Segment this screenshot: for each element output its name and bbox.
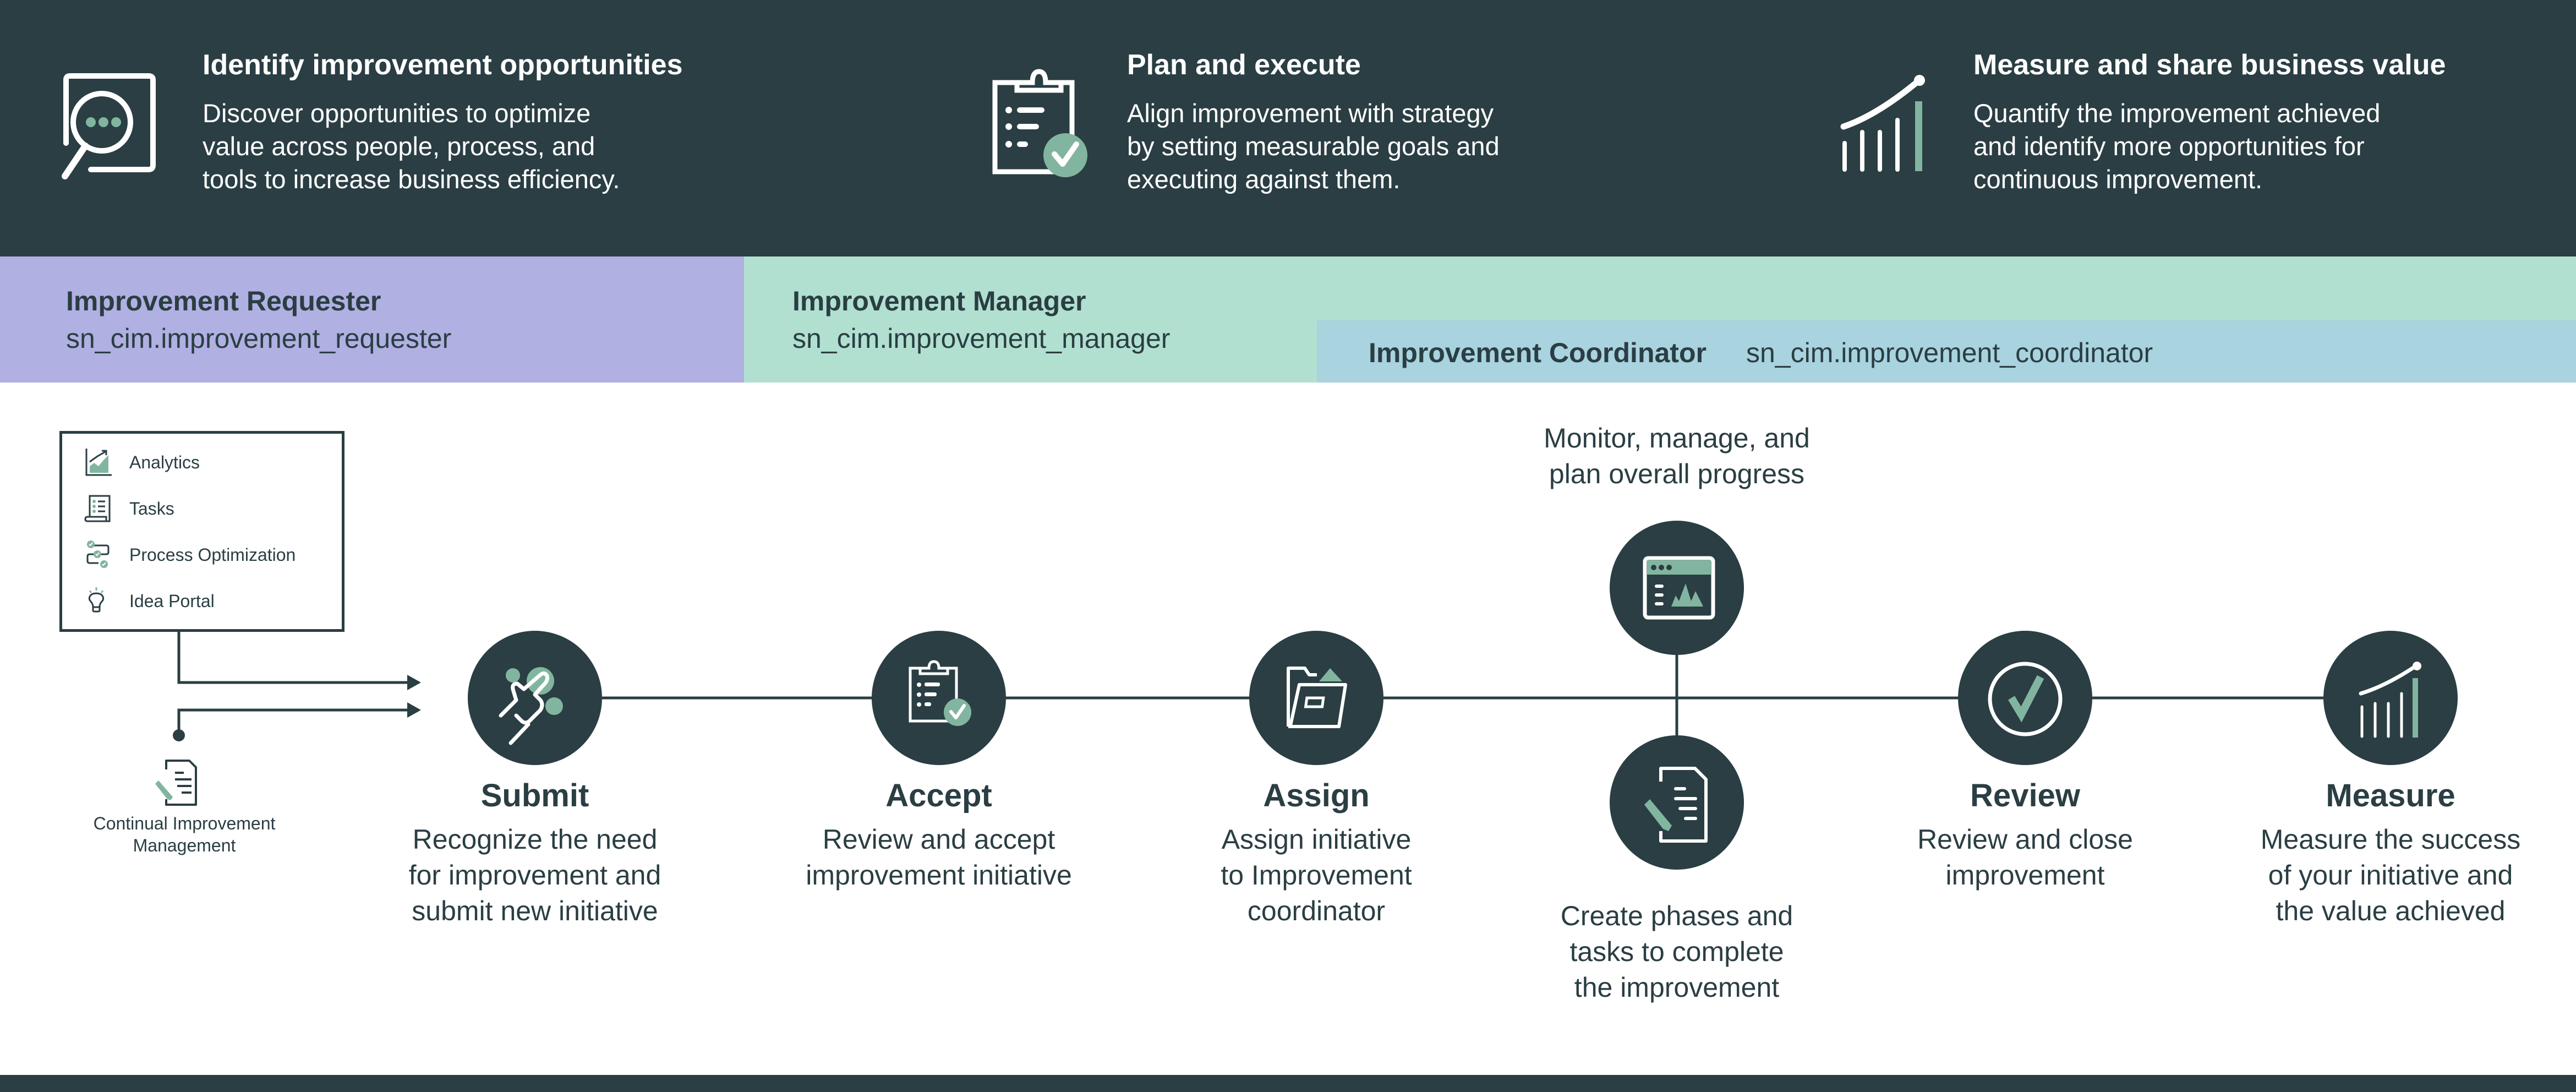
tool-item-analytics[interactable]: Analytics: [84, 446, 200, 479]
lightbulb-icon: [88, 587, 105, 613]
step-measure: Measure Measure the success of your init…: [2225, 777, 2556, 929]
role-requester: Improvement Requester sn_cim.improvement…: [0, 256, 744, 383]
step-description: Review and close improvement: [1917, 824, 2133, 891]
tool-label: Analytics: [129, 452, 200, 472]
step-title: Review: [1970, 778, 2080, 813]
step-title: Submit: [480, 778, 589, 813]
tool-label: Process Optimization: [129, 544, 296, 565]
tasks-icon: [84, 495, 111, 522]
step-circle-assign[interactable]: [1249, 631, 1383, 765]
step-description: Review and accept improvement initiative: [806, 824, 1072, 891]
footer-bar: [0, 1075, 2576, 1092]
connector-dot: [173, 729, 185, 741]
document-edit-icon: [1644, 767, 1708, 843]
role-name: Improvement Manager: [792, 286, 1086, 316]
step-circle-submit[interactable]: [468, 631, 602, 765]
role-coordinator: Improvement Coordinator sn_cim.improveme…: [1317, 320, 2576, 383]
growth-chart-icon: [2359, 662, 2421, 738]
tool-label: Idea Portal: [129, 591, 215, 611]
step-title: Assign: [1263, 778, 1370, 813]
header-title: Measure and share business value: [1973, 49, 2446, 81]
role-name: Improvement Coordinator: [1369, 337, 1707, 368]
step-circle-accept[interactable]: [872, 631, 1006, 765]
tool-item-process-optimization[interactable]: Process Optimization: [84, 538, 296, 571]
checkmark-icon: [2008, 675, 2044, 723]
header-description: Quantify the improvement achieved and id…: [1973, 99, 2381, 194]
step-assign: Assign Assign initiative to Improvement …: [1151, 777, 1481, 929]
step-accept: Accept Review and accept improvement ini…: [774, 777, 1104, 893]
tool-item-idea-portal[interactable]: Idea Portal: [84, 585, 215, 618]
step-title: Measure: [2326, 778, 2455, 813]
tools-connector: [177, 632, 407, 684]
role-code: sn_cim.improvement_requester: [66, 323, 452, 354]
branch-circle-monitor[interactable]: [1610, 521, 1744, 655]
clipboard-check-icon: [909, 660, 971, 726]
header-description: Discover opportunities to optimize value…: [203, 99, 620, 194]
create-note: Create phases and tasks to complete the …: [1560, 900, 1793, 1003]
check-circle-icon: [1988, 662, 2063, 736]
document-edit-icon: [155, 760, 197, 806]
cim-connector: [177, 708, 407, 734]
hand-touch-icon: [499, 667, 563, 745]
step-review: Review Review and close improvement: [1860, 777, 2190, 893]
step-submit: Submit Recognize the need for improvemen…: [370, 777, 700, 929]
clipboard-check-icon: [992, 69, 1087, 177]
header-banner: Identify improvement opportunities Disco…: [0, 0, 2576, 256]
growth-chart-icon: [1840, 75, 1925, 172]
tools-box: Analytics Tasks Process Optimization Ide…: [59, 431, 344, 632]
header-title: Plan and execute: [1127, 49, 1361, 81]
step-description: Assign initiative to Improvement coordin…: [1221, 824, 1412, 926]
role-code: sn_cim.improvement_coordinator: [1746, 337, 2153, 368]
role-name: Improvement Requester: [66, 286, 381, 316]
header-title: Identify improvement opportunities: [203, 49, 683, 81]
role-code: sn_cim.improvement_manager: [792, 323, 1171, 354]
arrowhead: [407, 675, 421, 690]
process-optimization-icon: [86, 540, 110, 568]
tool-item-tasks[interactable]: Tasks: [84, 492, 174, 525]
step-circle-review[interactable]: [1958, 631, 2092, 765]
folder-icon: [1287, 667, 1347, 728]
header-description: Align improvement with strategy by setti…: [1127, 99, 1500, 194]
magnifier-document-icon: [62, 73, 156, 179]
roles-band: Improvement Requester sn_cim.improvement…: [0, 256, 2576, 383]
dashboard-window-icon: [1643, 556, 1715, 620]
step-description: Measure the success of your initiative a…: [2260, 824, 2521, 926]
cim-label: Continual Improvement Management: [93, 813, 276, 855]
monitor-note: Monitor, manage, and plan overall progre…: [1544, 423, 1810, 489]
arrowhead: [407, 702, 421, 718]
step-title: Accept: [885, 778, 992, 813]
tool-label: Tasks: [129, 498, 174, 518]
step-description: Recognize the need for improvement and s…: [408, 824, 661, 926]
branch-circle-create[interactable]: [1610, 735, 1744, 870]
step-circle-measure[interactable]: [2323, 631, 2458, 765]
analytics-icon: [85, 449, 112, 476]
